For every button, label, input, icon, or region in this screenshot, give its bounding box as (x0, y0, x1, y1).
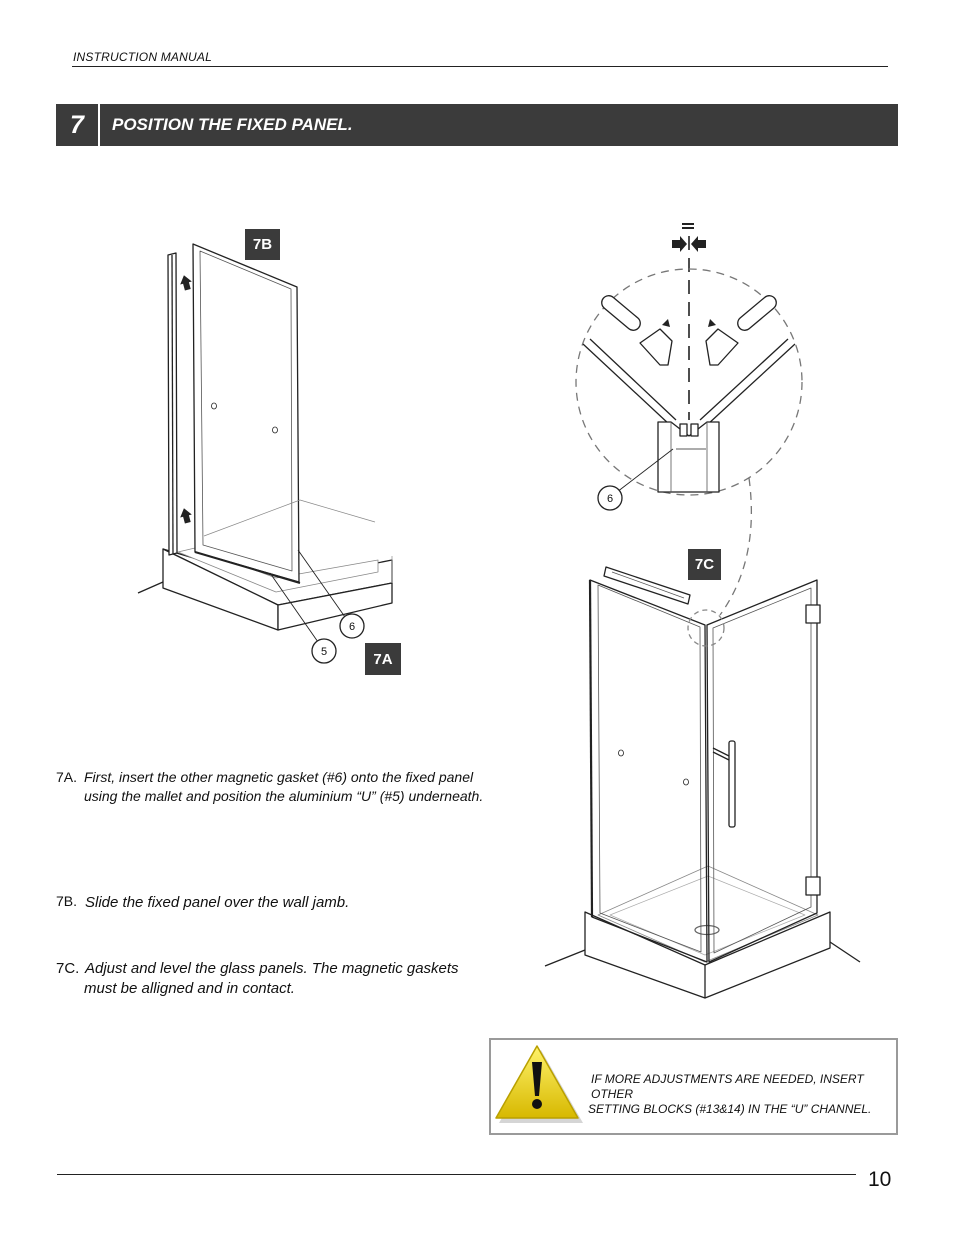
instruction-7a-prefix: 7A. (56, 769, 78, 785)
manual-header-label: INSTRUCTION MANUAL (73, 50, 212, 64)
instruction-7a-line-2: using the mallet and position the alumin… (84, 788, 484, 804)
instruction-7c-line-2: must be alligned and in contact. (84, 980, 295, 997)
instruction-7a-line-1: First, insert the other magnetic gasket … (84, 769, 474, 785)
badge-7c: 7C (688, 549, 721, 580)
warning-triangle-icon (495, 1045, 583, 1123)
callout-part-6-detail: 6 (607, 493, 613, 505)
instruction-7c-prefix: 7C. (56, 960, 80, 977)
step-number: 7 (70, 110, 84, 139)
step-heading-bar (56, 104, 898, 146)
badge-7b: 7B (245, 229, 280, 260)
warning-text: IF MORE ADJUSTMENTS ARE NEEDED, INSERT O… (588, 1072, 888, 1117)
warning-line-2: SETTING BLOCKS (#13&14) IN THE “U” CHANN… (588, 1102, 872, 1116)
warning-line-1: IF MORE ADJUSTMENTS ARE NEEDED, INSERT O… (591, 1072, 864, 1101)
callout-part-5: 5 (321, 646, 327, 658)
footer-rule (57, 1174, 856, 1175)
instruction-7c-line-1: Adjust and level the glass panels. The m… (85, 960, 459, 977)
page-number: 10 (868, 1168, 892, 1191)
header-rule (72, 66, 888, 67)
step-title: POSITION THE FIXED PANEL. (112, 115, 353, 134)
instruction-7b-prefix: 7B. (56, 893, 78, 909)
callout-part-6: 6 (349, 621, 355, 633)
badge-7a: 7A (365, 643, 401, 675)
step-separator (98, 104, 100, 146)
instruction-7b-line-1: Slide the fixed panel over the wall jamb… (85, 894, 350, 911)
